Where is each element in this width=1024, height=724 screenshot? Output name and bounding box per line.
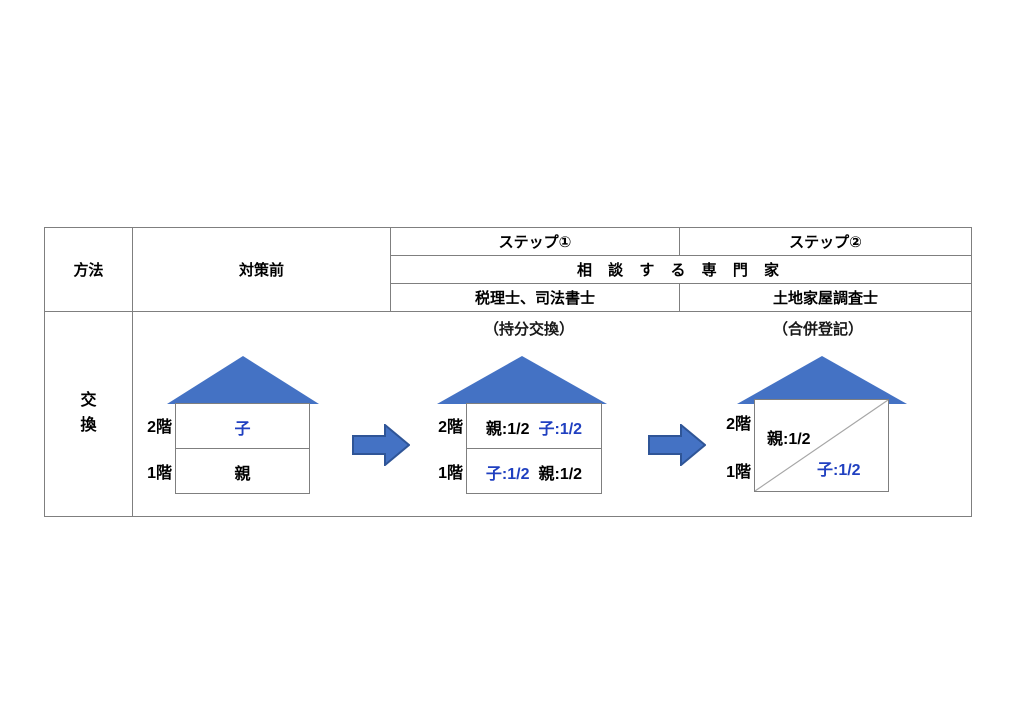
table-header-row-1: 方法 対策前 ステップ① ステップ② [44,227,972,312]
header-cell-step2: ステップ② [679,227,972,256]
house-step2-label-2f: 2階 [726,416,751,433]
header-cell-consult: 相 談 す る 専 門 家 [390,255,972,284]
house-before-floor-divider [176,448,309,449]
house-before-label-2f: 2階 [147,419,172,436]
house-before-second-floor-text: 子 [234,420,251,438]
roof-icon-step2 [737,356,907,404]
exchange-label-vertical: 交 換 [45,389,132,439]
header-cell-step1-expert: 税理士、司法書士 [390,283,680,312]
header-cell-method: 方法 [44,227,133,312]
house-step1-floor-divider [467,448,601,449]
exchange-label-char-2: 換 [80,417,97,434]
house-before-second-floor: 子 [176,404,309,449]
caption-step2: （合併登記） [773,321,864,338]
house-before-label-1f: 1階 [147,465,172,482]
house-step1-1f-right-text: 親:1/2 [538,466,583,483]
house-step1-box: 親:1/2 子:1/2 子:1/2 親:1/2 [466,403,602,494]
header-cell-step2-expert: 土地家屋調査士 [679,283,972,312]
exchange-label-char-1: 交 [80,392,97,410]
house-before-first-floor: 親 [176,449,309,495]
table-header-row-3: 税理士、司法書士 土地家屋調査士 [45,283,972,312]
roof-icon-step1 [437,356,607,404]
house-step2-lower-share-text: 子:1/2 [817,462,861,479]
house-step1-1f-left-text: 子:1/2 [485,466,530,483]
house-before-box: 子 親 [175,403,310,494]
arrow-right-icon-2 [648,424,706,466]
table-header-row-2: 相 談 す る 専 門 家 [45,255,972,284]
house-step2-label-1f: 1階 [726,464,751,481]
house-step1-2f-right-text: 子:1/2 [538,420,583,438]
header-cell-step1: ステップ① [390,227,680,256]
house-step1-2f-left-text: 親:1/2 [485,420,530,438]
house-step1-second-floor: 親:1/2 子:1/2 [467,404,601,449]
caption-step1: （持分交換） [484,321,575,338]
house-step2-box: 親:1/2 子:1/2 [754,399,889,492]
house-step1-label-2f: 2階 [438,419,463,436]
house-before-first-floor-text: 親 [234,466,251,483]
house-step2-diagonal-line [755,400,888,491]
house-step2-upper-share-text: 親:1/2 [767,431,811,448]
arrow-right-icon-1 [352,424,410,466]
house-step1-first-floor: 子:1/2 親:1/2 [467,449,601,495]
roof-icon-before [167,356,319,404]
house-step1-label-1f: 1階 [438,465,463,482]
body-cell-exchange-label: 交 換 [44,311,133,517]
header-cell-before: 対策前 [132,227,391,312]
